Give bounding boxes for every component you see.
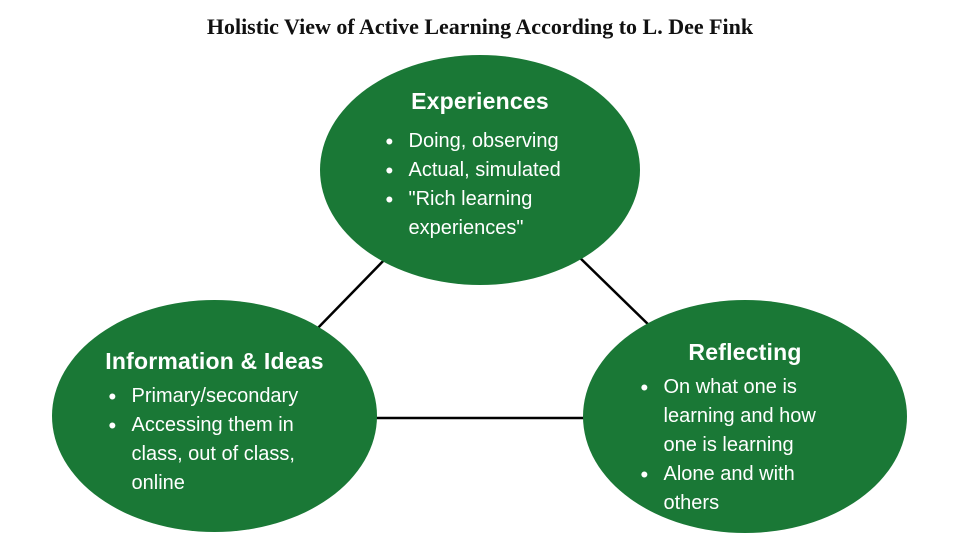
node-reflecting: Reflecting On what one is learning and h… xyxy=(583,300,907,533)
node-reflecting-title: Reflecting xyxy=(688,339,802,365)
node-experiences-title: Experiences xyxy=(411,88,549,114)
bullet-item: Actual, simulated xyxy=(383,156,578,185)
node-experiences-bullets: Doing, observing Actual, simulated "Rich… xyxy=(383,127,578,243)
connector-experiences-information xyxy=(313,253,391,333)
bullet-item: Accessing them in class, out of class, o… xyxy=(106,411,324,498)
node-experiences: Experiences Doing, observing Actual, sim… xyxy=(320,55,640,285)
bullet-item: Primary/secondary xyxy=(106,382,324,411)
bullet-item: Alone and with others xyxy=(638,460,853,518)
node-information-ideas-bullets: Primary/secondary Accessing them in clas… xyxy=(106,382,324,498)
node-reflecting-bullets: On what one is learning and how one is l… xyxy=(638,373,853,518)
bullet-item: On what one is learning and how one is l… xyxy=(638,373,853,460)
bullet-item: "Rich learning experiences" xyxy=(383,185,578,243)
node-information-ideas-title: Information & Ideas xyxy=(105,348,324,374)
bullet-item: Doing, observing xyxy=(383,127,578,156)
connector-experiences-reflecting xyxy=(574,252,655,331)
node-information-ideas: Information & Ideas Primary/secondary Ac… xyxy=(52,300,377,532)
page-title: Holistic View of Active Learning Accordi… xyxy=(206,14,754,39)
